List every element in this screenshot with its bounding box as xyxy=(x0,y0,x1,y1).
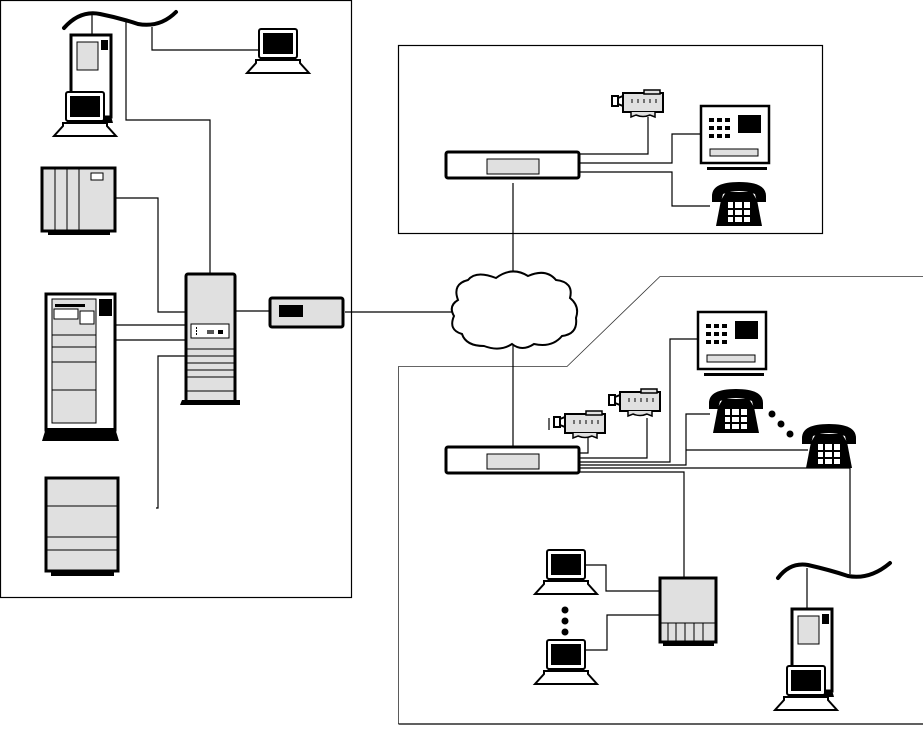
tower-workstation-2 xyxy=(775,609,837,710)
telephone-1 xyxy=(712,182,766,226)
terminal-n xyxy=(535,640,597,684)
telephone-2 xyxy=(709,389,763,433)
ellipsis-phones xyxy=(769,411,794,438)
terminal-1 xyxy=(247,29,309,73)
branch-controller xyxy=(660,578,716,646)
ellipsis-terminals xyxy=(562,607,569,636)
wan-cloud xyxy=(452,271,577,348)
terminal-2 xyxy=(535,550,597,594)
tower-workstation-1 xyxy=(54,35,116,136)
mux-branch xyxy=(446,447,579,473)
minicomputer xyxy=(42,168,115,235)
camera-2 xyxy=(549,411,605,438)
mux-video-room xyxy=(446,152,579,178)
branch-backbone-cable xyxy=(778,563,890,578)
central-server xyxy=(180,274,240,405)
mainframe-cabinet xyxy=(42,294,119,441)
video-terminal-2 xyxy=(698,312,766,376)
camera-3 xyxy=(609,389,660,416)
lan-backbone-cable xyxy=(64,12,176,28)
storage-cabinet xyxy=(46,478,118,576)
telephone-n xyxy=(802,424,856,468)
camera-1 xyxy=(612,90,663,117)
router xyxy=(270,298,343,327)
video-terminal-1 xyxy=(701,106,769,170)
